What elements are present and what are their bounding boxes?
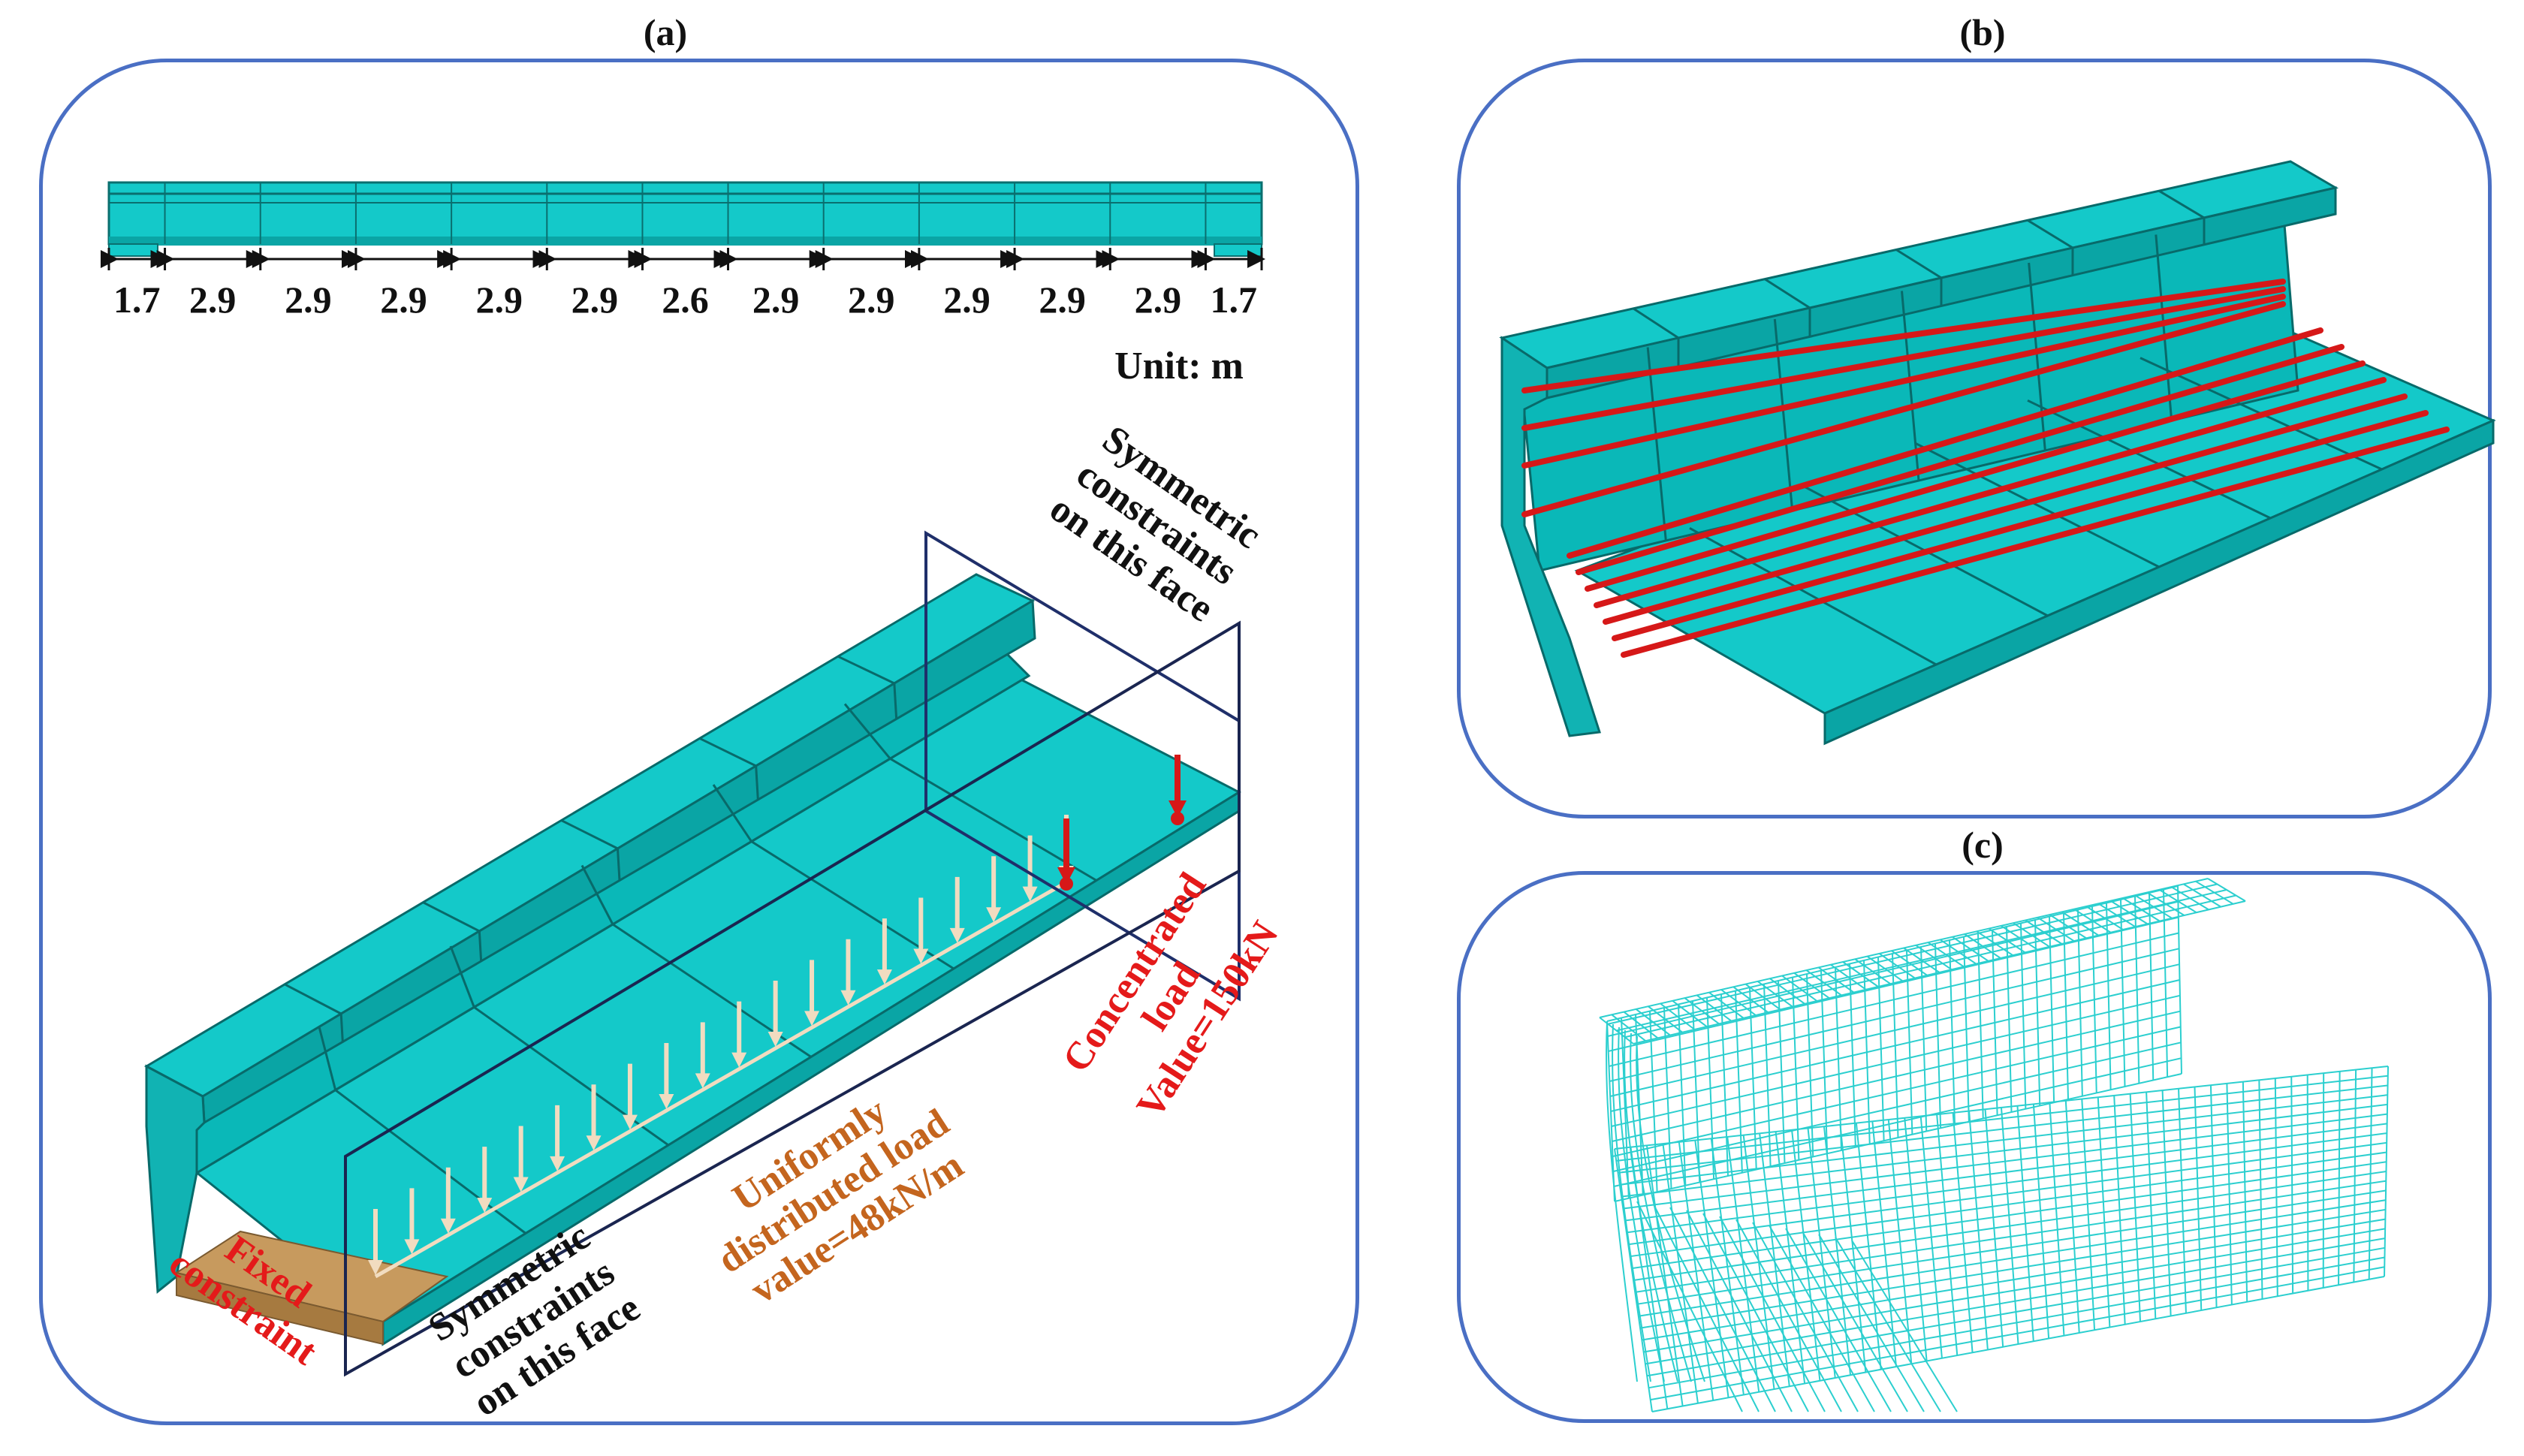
dimension-label: 2.9 — [454, 278, 544, 321]
dimension-label: 2.9 — [1018, 278, 1108, 321]
girder-with-tendons — [1502, 161, 2493, 743]
dimension-label: 2.9 — [263, 278, 353, 321]
dimension-label: 2.9 — [826, 278, 916, 321]
girder-elevation — [109, 182, 1262, 256]
dimension-label: 2.9 — [167, 278, 258, 321]
dimension-label: 1.7 — [1189, 278, 1279, 321]
fe-mesh — [1600, 879, 2388, 1412]
dimension-label: 2.9 — [731, 278, 821, 321]
dimension-label: 2.9 — [359, 278, 449, 321]
dimension-label: 2.9 — [550, 278, 640, 321]
dimension-label: 2.6 — [641, 278, 731, 321]
dimension-chain — [109, 248, 1262, 270]
unit-label: Unit: m — [1096, 344, 1262, 388]
dimension-label: 2.9 — [921, 278, 1012, 321]
